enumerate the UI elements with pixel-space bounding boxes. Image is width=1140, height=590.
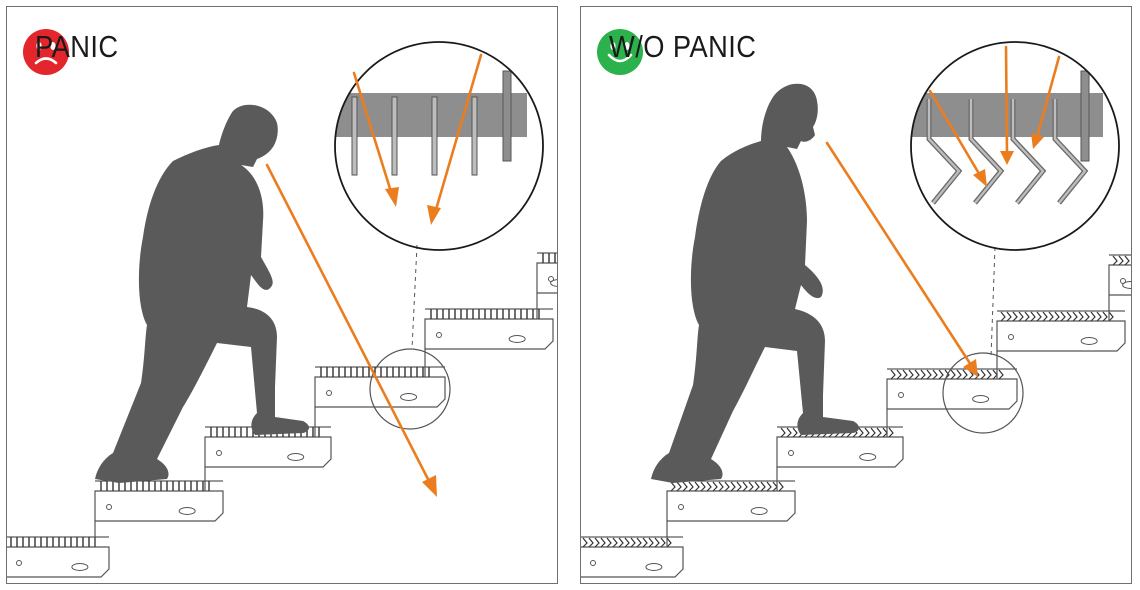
without-panic-title: W/O PANIC bbox=[609, 29, 757, 64]
stair-tread bbox=[204, 426, 332, 491]
stair-tread bbox=[536, 252, 557, 319]
stairs-right bbox=[581, 254, 1131, 578]
arrow-heads-right bbox=[963, 133, 1044, 377]
sad-face-icon bbox=[23, 29, 69, 75]
stair-tread bbox=[7, 536, 110, 578]
stair-tread bbox=[1108, 254, 1131, 321]
stair-tread bbox=[666, 480, 796, 547]
man-silhouette-head-down bbox=[95, 104, 309, 483]
magnifier-circle bbox=[334, 41, 544, 251]
man-silhouette-head-up bbox=[651, 83, 859, 483]
panic-illustration bbox=[7, 41, 557, 578]
grip-arrows bbox=[825, 45, 1061, 367]
stair-tread bbox=[424, 308, 554, 377]
panic-header: PANIC bbox=[23, 29, 130, 75]
without-panic-illustration bbox=[581, 41, 1131, 578]
panel-panic: PANIC bbox=[6, 6, 558, 584]
slip-arrows bbox=[265, 53, 483, 487]
arrow-heads-left bbox=[385, 187, 441, 497]
zoom-target-circle bbox=[369, 348, 451, 430]
stair-tread bbox=[996, 310, 1126, 379]
stair-tread bbox=[94, 480, 224, 547]
magnified-grating-chevron bbox=[911, 70, 1103, 205]
happy-face-circle bbox=[597, 29, 643, 75]
stairs-left bbox=[7, 252, 557, 578]
stair-tread bbox=[314, 366, 446, 437]
magnifier-circle bbox=[910, 41, 1120, 251]
panic-title: PANIC bbox=[35, 29, 119, 64]
sad-face-circle bbox=[23, 29, 69, 75]
stair-tread bbox=[581, 536, 684, 578]
stair-tread bbox=[776, 426, 904, 491]
panel-without-panic: W/O PANIC bbox=[580, 6, 1132, 584]
happy-face-icon bbox=[597, 29, 643, 75]
without-panic-header: W/O PANIC bbox=[597, 29, 777, 75]
zoom-target-circle bbox=[942, 352, 1024, 434]
stair-tread bbox=[886, 368, 1018, 437]
